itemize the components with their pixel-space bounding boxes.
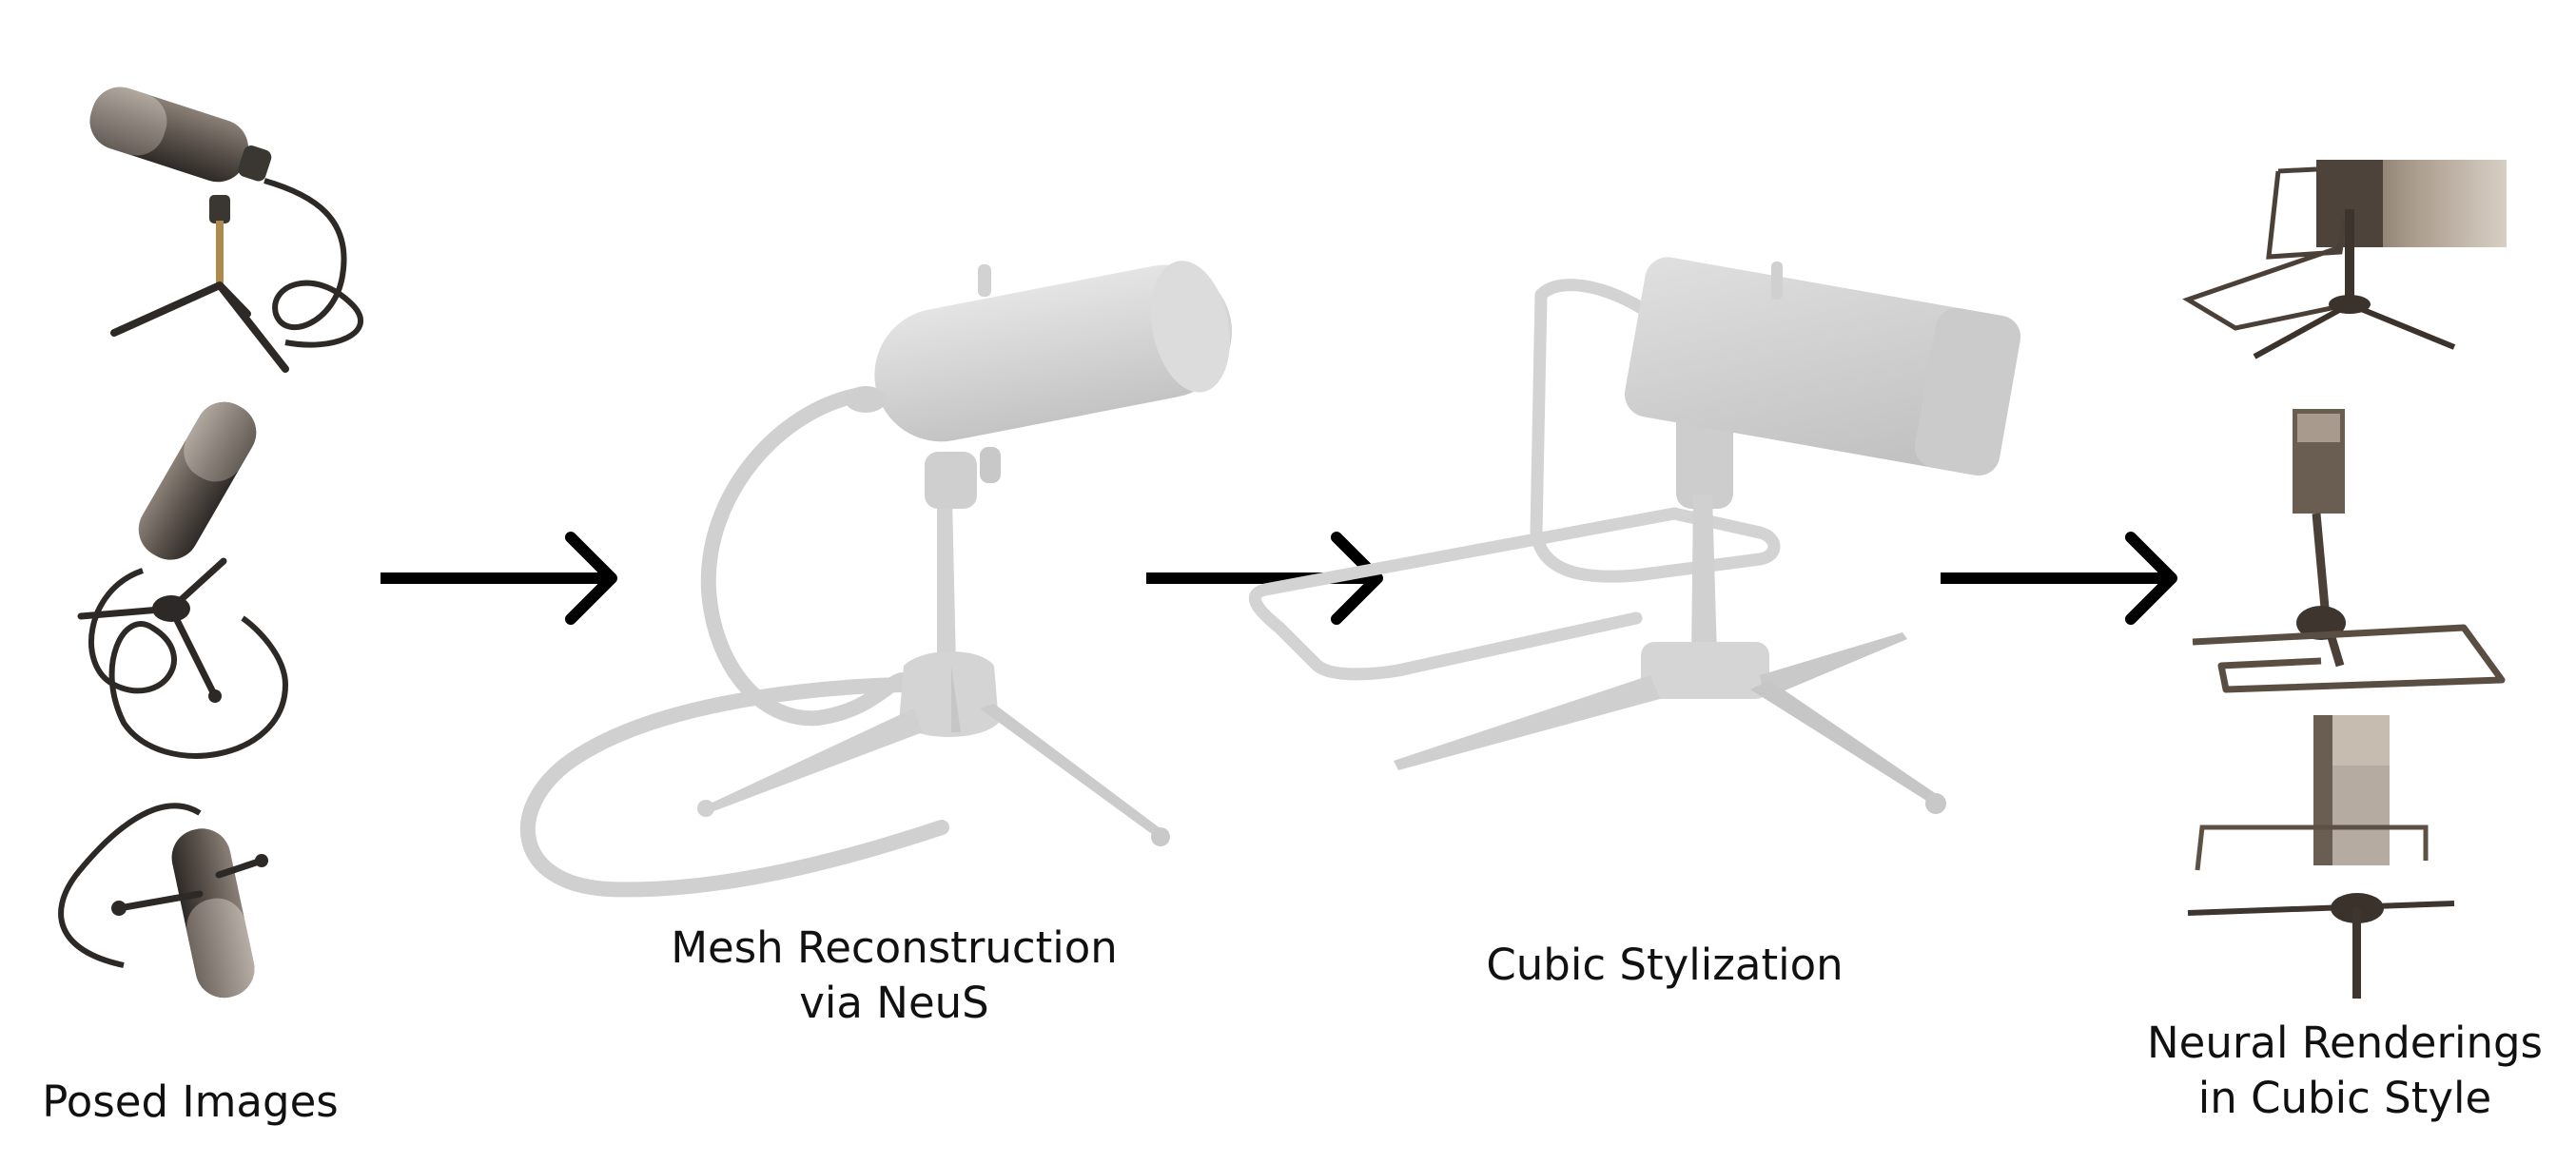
posed-image-3 [58, 803, 268, 999]
posed-image-1 [89, 87, 363, 373]
posed-images-label: Posed Images [19, 1075, 361, 1130]
neural-renderings-label-line2: in Cubic Style [2197, 1073, 2492, 1123]
neural-rendering-1 [2182, 160, 2507, 359]
posed-images-label-text: Posed Images [42, 1077, 339, 1127]
neural-renderings-label-line1: Neural Renderings [2147, 1018, 2543, 1068]
cubic-stylization-label: Cubic Stylization [1436, 938, 1893, 993]
cubic-stylization-model [1248, 257, 2021, 814]
neural-rendering-2 [2192, 409, 2506, 693]
mesh-reconstruction-label-line1: Mesh Reconstruction [671, 922, 1118, 973]
neural-renderings-label: Neural Renderings in Cubic Style [2121, 1016, 2568, 1126]
posed-image-2 [77, 401, 289, 759]
arrow-right-icon [381, 532, 617, 625]
cubic-stylization-label-text: Cubic Stylization [1486, 940, 1844, 990]
neural-rendering-3 [2187, 715, 2455, 999]
mesh-reconstruction-model [519, 261, 1232, 898]
mesh-reconstruction-label: Mesh Reconstruction via NeuS [628, 921, 1161, 1031]
arrow-right-icon [1941, 532, 2177, 625]
mesh-reconstruction-label-line2: via NeuS [799, 978, 989, 1028]
